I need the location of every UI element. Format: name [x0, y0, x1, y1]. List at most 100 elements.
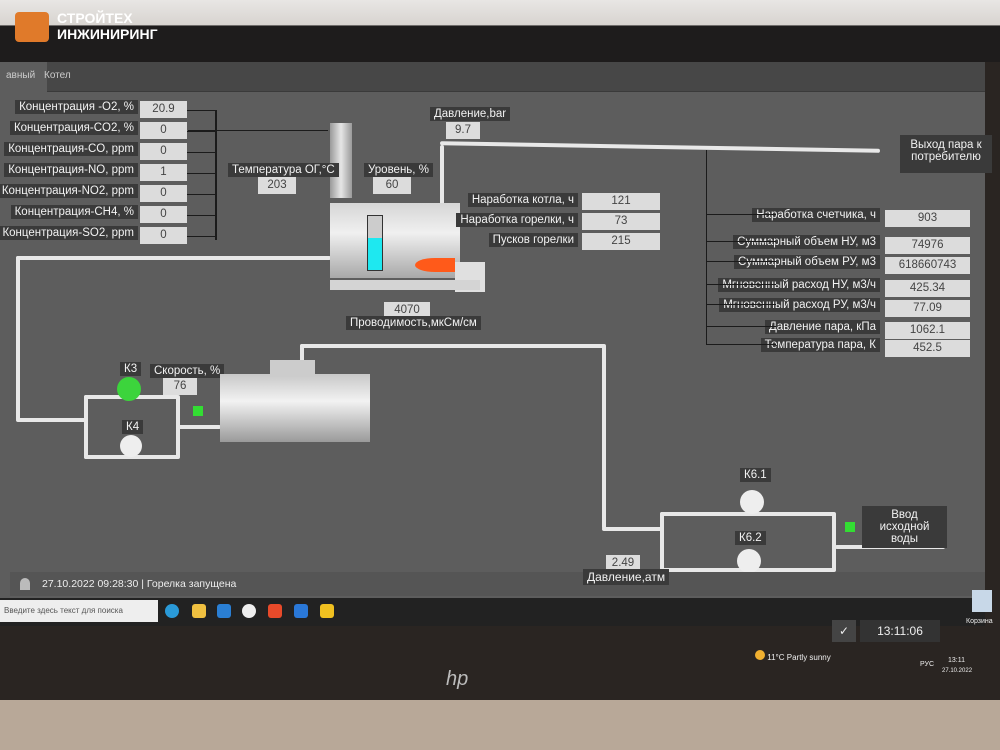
connector: [706, 241, 776, 242]
status-indicator: [845, 522, 855, 532]
status-bar: 27.10.2022 09:28:30 | Горелка запущена: [10, 572, 985, 596]
pipe: [84, 455, 179, 459]
tab-main[interactable]: авный: [0, 62, 48, 92]
taskbar-search-input[interactable]: Введите здесь текст для поиска: [0, 600, 158, 622]
pipe: [660, 512, 664, 572]
logo-line2: ИНЖИНИРИНГ: [57, 26, 158, 42]
gas-label: Концентрация-SO2, ppm: [0, 226, 138, 240]
counter-value: 121: [582, 193, 660, 210]
check-icon[interactable]: ✓: [832, 620, 856, 642]
scada-clock: 13:11:06: [860, 620, 940, 642]
level-label: Уровень, %: [364, 163, 433, 177]
connector: [188, 130, 328, 131]
app-icon[interactable]: [320, 604, 334, 618]
connector: [187, 194, 216, 195]
recycle-bin-icon[interactable]: [972, 590, 992, 612]
pump-k3-label: К3: [120, 362, 142, 376]
pump-k61-icon[interactable]: [740, 490, 764, 514]
pump-k62-icon[interactable]: [737, 549, 761, 573]
pressure-bar-label: Давление,bar: [430, 107, 511, 121]
pipe: [16, 256, 331, 260]
connector: [187, 110, 216, 111]
meter-label: Давление пара, кПа: [765, 320, 880, 334]
connector: [187, 215, 216, 216]
gas-label: Концентрация-NO, ppm: [4, 163, 138, 177]
mail-icon[interactable]: [217, 604, 231, 618]
pipe: [300, 344, 304, 364]
meter-value: 618660743: [885, 257, 970, 274]
connector: [215, 110, 217, 240]
explorer-icon[interactable]: [192, 604, 206, 618]
app-icon[interactable]: [242, 604, 256, 618]
pipe: [300, 344, 605, 348]
weather-icon: [755, 650, 765, 660]
meter-value: 903: [885, 210, 970, 227]
weather-text: 11°C Partly sunny: [767, 653, 831, 662]
pressure-bar-value: 9.7: [446, 122, 480, 139]
laptop-bezel: [0, 700, 1000, 750]
connector: [706, 304, 776, 305]
steam-output-label: Выход пара к потребителю: [900, 135, 992, 173]
meter-value: 77.09: [885, 300, 970, 317]
pipe: [176, 395, 180, 459]
meter-label: Температура пара, К: [760, 338, 880, 352]
level-gauge: [367, 215, 383, 271]
gas-label: Концентрация-NO2, ppm: [0, 184, 138, 198]
burner-flame-icon: [415, 258, 455, 272]
system-date[interactable]: 27.10.2022: [942, 668, 973, 674]
meter-value: 1062.1: [885, 322, 970, 339]
gas-value: 0: [140, 143, 187, 160]
edge-icon[interactable]: [165, 604, 179, 618]
gas-label: Концентрация-CO, ppm: [4, 142, 138, 156]
pipe: [84, 395, 88, 459]
language-indicator[interactable]: РУС: [920, 661, 935, 668]
gas-value: 0: [140, 185, 187, 202]
pump-k3-icon[interactable]: [117, 377, 141, 401]
meter-value: 425.34: [885, 280, 970, 297]
connector: [706, 344, 776, 345]
chimney: [330, 123, 352, 198]
share-icon[interactable]: [294, 604, 308, 618]
pipe: [832, 512, 836, 572]
counter-value: 215: [582, 233, 660, 250]
gas-label: Концентрация-CO2, %: [9, 121, 138, 135]
status-indicator: [193, 406, 203, 416]
pipe: [602, 344, 606, 529]
user-icon: [20, 578, 30, 590]
meter-label: Суммарный объем РУ, м3: [734, 255, 880, 269]
logo-icon: [15, 12, 49, 42]
pipe: [660, 512, 835, 516]
counter-value: 73: [582, 213, 660, 230]
meter-label: Мгновенный расход РУ, м3/ч: [719, 298, 880, 312]
gas-value: 0: [140, 227, 187, 244]
tab-boiler[interactable]: Котел: [44, 70, 71, 81]
weather-widget[interactable]: 11°C Partly sunny: [755, 650, 831, 662]
gas-value: 1: [140, 164, 187, 181]
tank-top: [270, 360, 315, 376]
system-time[interactable]: 13:11: [948, 657, 965, 664]
pipe: [16, 256, 20, 421]
logo-line1: СТРОЙТЕХ: [57, 10, 133, 26]
gas-value: 20.9: [140, 101, 187, 118]
meter-value: 452.5: [885, 340, 970, 357]
flue-temp-label: Температура ОГ,°С: [228, 163, 339, 177]
connector: [187, 152, 216, 153]
speed-value: 76: [163, 378, 197, 395]
pipe: [16, 418, 86, 422]
connector: [706, 261, 776, 262]
status-message: 27.10.2022 09:28:30 | Горелка запущена: [42, 578, 237, 590]
counter-label: Пусков горелки: [488, 233, 578, 247]
connector: [706, 214, 776, 215]
counter-label: Наработка горелки, ч: [456, 213, 578, 227]
flue-temp-value: 203: [258, 177, 296, 194]
connector: [706, 326, 776, 327]
speed-label: Скорость, %: [150, 364, 225, 378]
pump-k61-label: К6.1: [740, 468, 771, 482]
app-icon[interactable]: [268, 604, 282, 618]
conductivity-label: Проводимость,мкСм/см: [346, 316, 481, 330]
meter-label: Мгновенный расход НУ, м3/ч: [718, 278, 880, 292]
pipe: [176, 425, 221, 429]
pump-k4-icon[interactable]: [120, 435, 142, 457]
recycle-bin-label: Корзина: [966, 618, 993, 625]
level-value: 60: [373, 177, 411, 194]
